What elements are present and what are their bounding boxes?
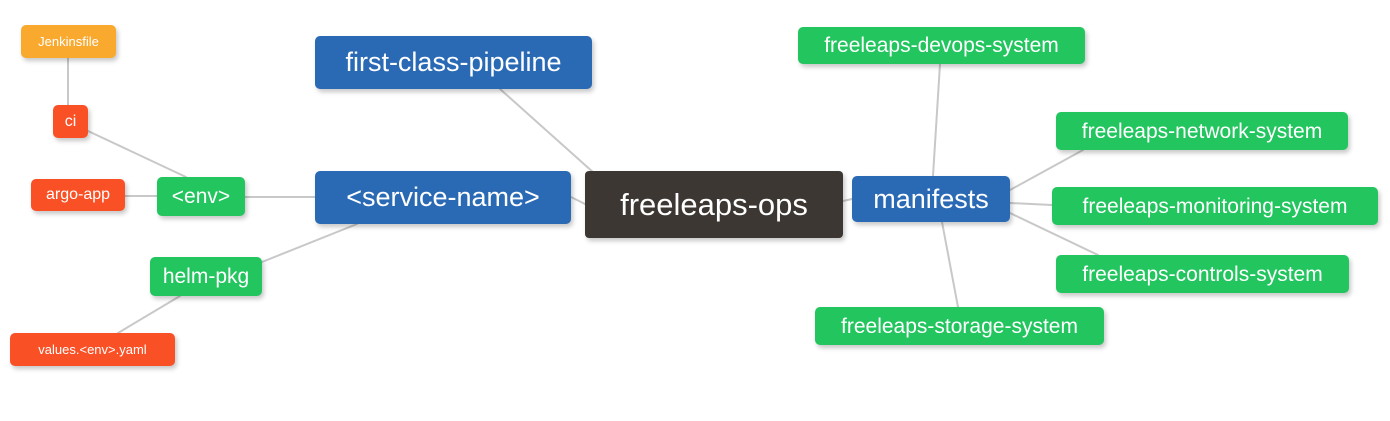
mindmap-node-freeleaps-controls-system[interactable]: freeleaps-controls-system [1056, 255, 1349, 293]
mindmap-node-freeleaps-monitoring-system[interactable]: freeleaps-monitoring-system [1052, 187, 1378, 225]
edge-freeleaps-ops-to-service-name [570, 196, 586, 205]
mindmap-node-ci[interactable]: ci [53, 105, 88, 138]
mindmap-node-env[interactable]: <env> [157, 177, 245, 216]
mindmap-node-manifests[interactable]: manifests [852, 176, 1010, 222]
edge-freeleaps-ops-to-first-class-pipeline [499, 88, 595, 174]
edge-service-name-to-helm-pkg [261, 223, 358, 263]
mindmap-node-values-env-yaml[interactable]: values.<env>.yaml [10, 333, 175, 366]
mindmap-node-jenkinsfile[interactable]: Jenkinsfile [21, 25, 116, 58]
mindmap-node-freeleaps-devops-system[interactable]: freeleaps-devops-system [798, 27, 1085, 64]
edge-manifests-to-freeleaps-storage-system [941, 221, 959, 308]
edge-helm-pkg-to-values-env-yaml [117, 295, 181, 334]
mindmap-node-first-class-pipeline[interactable]: first-class-pipeline [315, 36, 592, 89]
edge-manifests-to-freeleaps-devops-system [932, 63, 941, 177]
mindmap-node-helm-pkg[interactable]: helm-pkg [150, 257, 262, 296]
edge-env-to-ci [87, 130, 187, 178]
edge-freeleaps-ops-to-manifests [842, 198, 853, 202]
mindmap-node-freeleaps-storage-system[interactable]: freeleaps-storage-system [815, 307, 1104, 345]
mindmap-node-freeleaps-network-system[interactable]: freeleaps-network-system [1056, 112, 1348, 150]
edge-manifests-to-freeleaps-monitoring-system [1009, 202, 1053, 206]
mindmap-node-freeleaps-ops[interactable]: freeleaps-ops [585, 171, 843, 238]
mindmap-node-argo-app[interactable]: argo-app [31, 179, 125, 211]
mindmap-node-service-name[interactable]: <service-name> [315, 171, 571, 224]
edge-manifests-to-freeleaps-network-system [1009, 149, 1084, 191]
